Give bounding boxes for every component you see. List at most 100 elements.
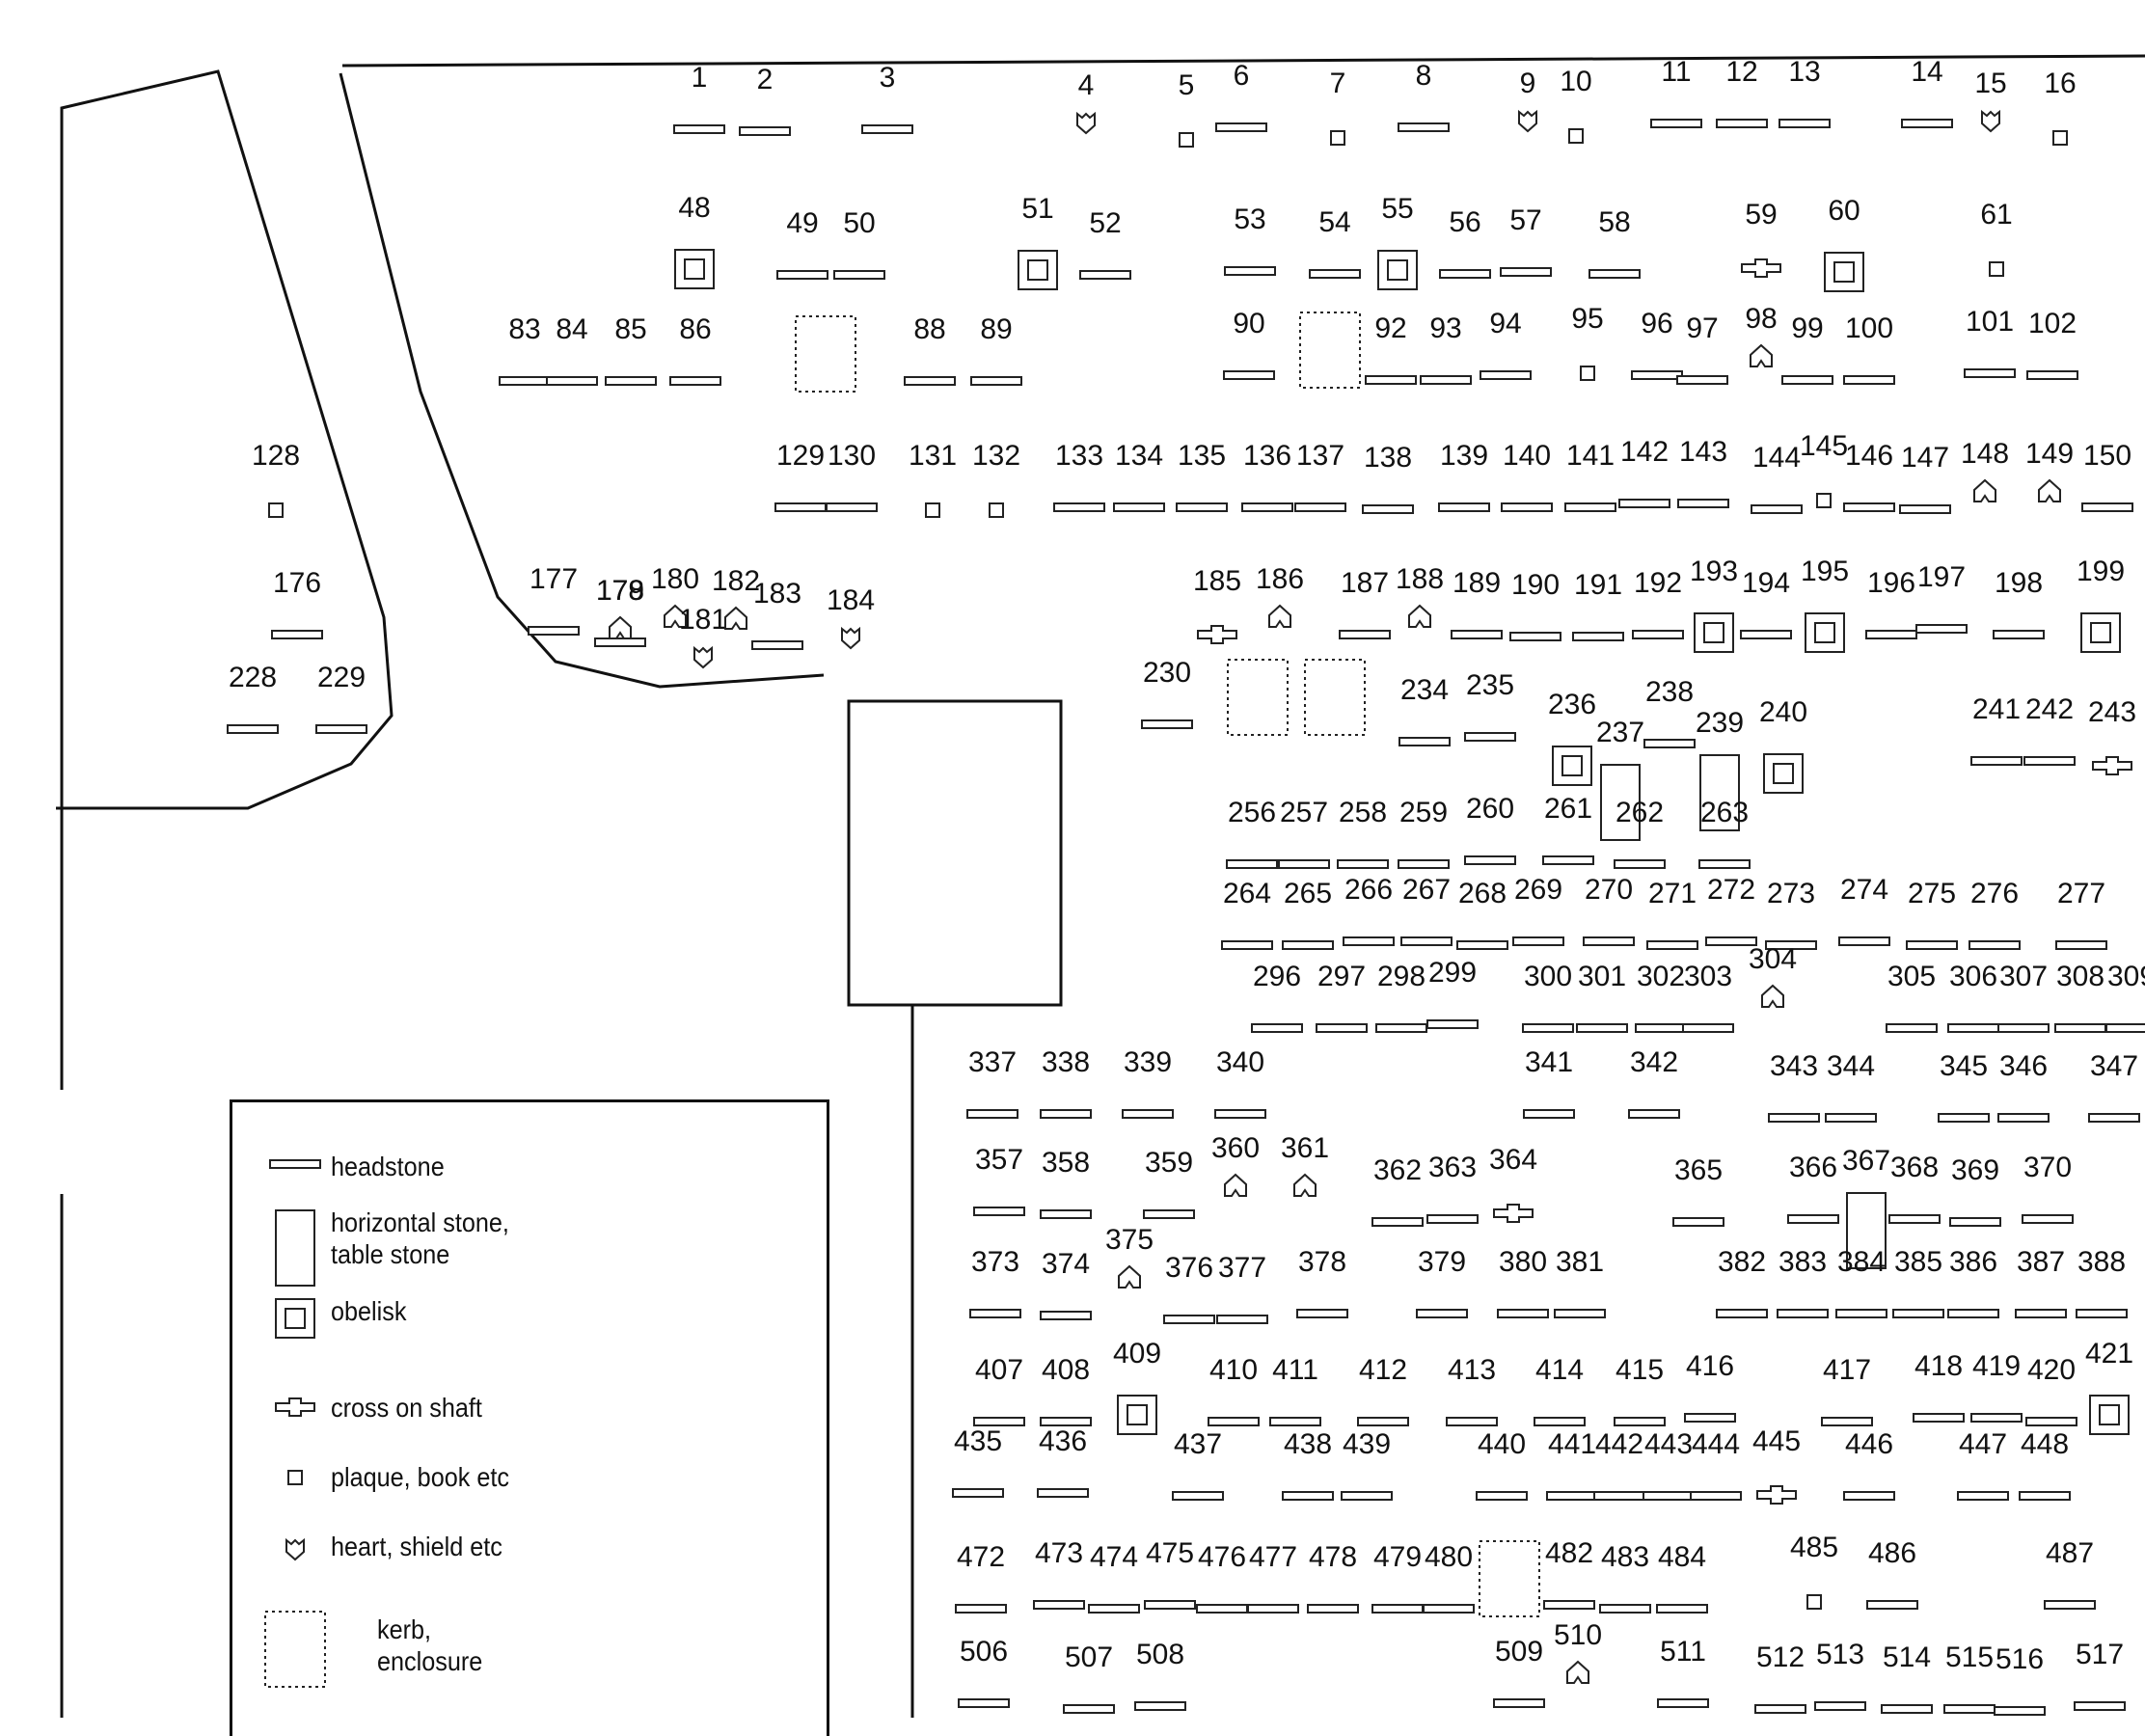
headstone-symbol [1398, 122, 1450, 132]
headstone-symbol [499, 376, 551, 386]
plot-196: 196 [1865, 567, 1917, 639]
plot-number-label: 12 [1725, 56, 1757, 88]
plot-61: 61 [1980, 199, 2013, 277]
plot-408: 408 [1040, 1354, 1092, 1426]
plot-445: 445 [1752, 1425, 1801, 1505]
plot-360: 360 [1211, 1132, 1260, 1197]
plot-362: 362 [1371, 1154, 1424, 1227]
plot-number-label: 101 [1966, 306, 2014, 338]
headstone-symbol [2088, 1113, 2140, 1123]
plot-269: 269 [1512, 874, 1564, 946]
plot-number-label: 2 [757, 64, 774, 95]
plot-298: 298 [1375, 961, 1427, 1033]
plot-516: 516 [1994, 1643, 2046, 1716]
plot-479: 479 [1371, 1541, 1424, 1614]
headstone-symbol [2022, 1214, 2074, 1224]
headstone-symbol [1618, 499, 1670, 508]
plot-420: 420 [2025, 1354, 2077, 1426]
plot-number-label: 92 [1374, 312, 1406, 344]
headstone-symbol [1426, 1019, 1479, 1029]
plot-259: 259 [1398, 797, 1450, 869]
plot-number-label: 445 [1752, 1425, 1801, 1457]
headstone-symbol [1906, 940, 1958, 950]
plot-375: 375 [1105, 1224, 1154, 1288]
headstone-symbol [1294, 502, 1346, 512]
plot-number-label: 150 [2083, 440, 2131, 472]
headstone-symbol [1947, 1023, 1999, 1033]
plot-number-label: 388 [2077, 1246, 2126, 1278]
plot-191: 191 [1572, 569, 1624, 641]
plot-13: 13 [1778, 56, 1831, 128]
headstone-symbol [1296, 1309, 1348, 1318]
plot-515: 515 [1943, 1641, 1996, 1714]
legend-item-obelisk: obelisk [232, 1295, 827, 1353]
plot-number-label: 484 [1658, 1541, 1706, 1573]
plot-443: 443 [1643, 1428, 1695, 1501]
headstone-symbol [2023, 756, 2076, 766]
plot-180: 180 [651, 563, 699, 628]
plot-number-label: 442 [1595, 1428, 1643, 1460]
plot-number-label: 296 [1253, 961, 1301, 992]
plot-number-label: 344 [1827, 1050, 1875, 1082]
plot-number-label: 438 [1284, 1428, 1332, 1460]
plot-number-label: 98 [1745, 303, 1777, 335]
legend-label: headstone [331, 1152, 445, 1181]
plot-number-label: 301 [1578, 961, 1626, 992]
table-icon [275, 1209, 315, 1287]
headstone-symbol [1040, 1417, 1092, 1426]
plot-194: 194 [1740, 567, 1792, 639]
headstone-symbol [1754, 1704, 1806, 1714]
plot-366: 366 [1787, 1152, 1839, 1224]
plot-339: 339 [1122, 1046, 1174, 1119]
plot-number-label: 269 [1514, 874, 1562, 906]
plot-number-label: 375 [1105, 1224, 1154, 1256]
headstone-symbol [1542, 855, 1594, 865]
headstone-symbol [1134, 1701, 1186, 1711]
plot-number-label: 236 [1548, 689, 1596, 720]
plot-346: 346 [1997, 1050, 2050, 1123]
headstone-symbol [1362, 504, 1414, 514]
headstone-symbol [1214, 1109, 1266, 1119]
plot-270: 270 [1583, 874, 1635, 946]
plot-number-label: 300 [1524, 961, 1572, 992]
plot-102: 102 [2026, 308, 2078, 380]
plot-number-label: 473 [1035, 1537, 1083, 1569]
plot-143: 143 [1677, 436, 1729, 508]
headstone-symbol [1787, 1214, 1839, 1224]
plot-number-label: 272 [1707, 874, 1755, 906]
plot-number-label: 190 [1511, 569, 1560, 601]
plot-number-label: 448 [2021, 1428, 2069, 1460]
plot-95: 95 [1571, 303, 1604, 381]
plot-number-label: 474 [1090, 1541, 1138, 1573]
headstone-symbol [1500, 267, 1552, 277]
plot-472: 472 [955, 1541, 1007, 1614]
plot-number-label: 358 [1042, 1147, 1090, 1179]
headstone-symbol [952, 1488, 1004, 1498]
plot-number-label: 411 [1272, 1354, 1318, 1386]
plot-number-label: 240 [1759, 696, 1807, 728]
plot-number-label: 83 [508, 313, 540, 345]
headstone-symbol [833, 270, 885, 280]
plot-number-label: 234 [1400, 674, 1449, 706]
plot-132: 132 [972, 440, 1020, 518]
plot-number-label: 273 [1767, 878, 1815, 909]
plot-number-label: 385 [1894, 1246, 1942, 1278]
plot-386: 386 [1947, 1246, 1999, 1318]
plot-number-label: 148 [1961, 438, 2009, 470]
plot-199: 199 [2077, 556, 2125, 653]
plot-number-label: 376 [1165, 1252, 1213, 1284]
plaque-symbol [1179, 132, 1194, 148]
plot-60: 60 [1824, 195, 1864, 292]
plot-number-label: 486 [1868, 1537, 1916, 1569]
plot-number-label: 95 [1571, 303, 1603, 335]
plot-4: 4 [1076, 69, 1096, 135]
plot-10: 10 [1560, 66, 1592, 144]
headstone-symbol [1843, 1491, 1895, 1501]
headstone-symbol [594, 637, 646, 647]
plot-number-label: 341 [1525, 1046, 1573, 1078]
house-symbol [1566, 1660, 1589, 1684]
plot-number-label: 360 [1211, 1132, 1260, 1164]
plot-129: 129 [774, 440, 827, 512]
plot-237: 237 [1596, 717, 1644, 841]
plot-number-label: 357 [975, 1144, 1023, 1176]
